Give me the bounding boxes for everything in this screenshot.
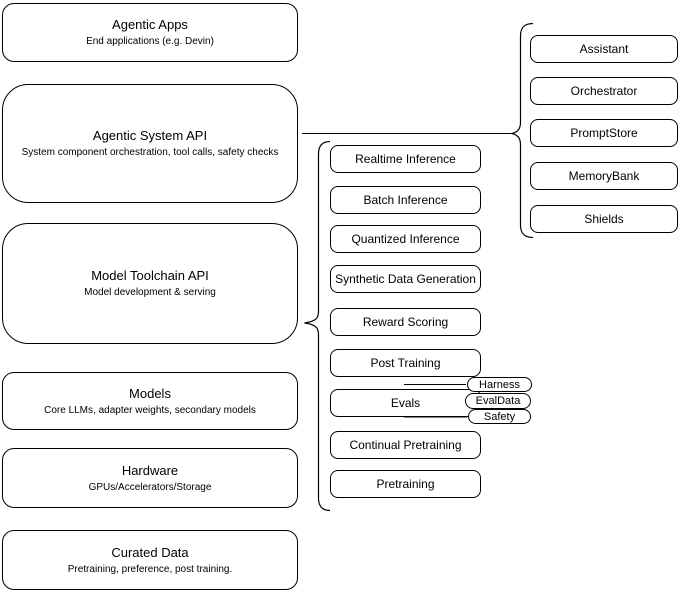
node-assistant: Assistant (530, 35, 678, 63)
node-continual-pretraining: Continual Pretraining (330, 431, 481, 459)
node-batch-inference: Batch Inference (330, 186, 481, 214)
pill-harness: Harness (467, 377, 532, 392)
box-curated-data: Curated Data Pretraining, preference, po… (2, 530, 298, 590)
box-agentic-system-api: Agentic System API System component orch… (2, 84, 298, 203)
node-evals: Evals (330, 389, 481, 417)
node-pretraining: Pretraining (330, 470, 481, 498)
box-hardware: Hardware GPUs/Accelerators/Storage (2, 448, 298, 508)
box-model-toolchain-api: Model Toolchain API Model development & … (2, 223, 298, 344)
box-subtitle: Model development & serving (84, 287, 216, 298)
node-memorybank: MemoryBank (530, 162, 678, 190)
box-agentic-apps: Agentic Apps End applications (e.g. Devi… (2, 3, 298, 62)
box-title: Agentic System API (92, 128, 208, 143)
box-subtitle: GPUs/Accelerators/Storage (88, 481, 212, 493)
node-promptstore: PromptStore (530, 119, 678, 147)
node-orchestrator: Orchestrator (530, 77, 678, 105)
box-title: Models (129, 385, 171, 401)
pill-evaldata: EvalData (465, 393, 531, 409)
node-synthetic-data-generation: Synthetic Data Generation (330, 265, 481, 293)
box-subtitle: End applications (e.g. Devin) (86, 36, 214, 47)
node-shields: Shields (530, 205, 678, 233)
box-title: Agentic Apps (112, 17, 188, 32)
node-reward-scoring: Reward Scoring (330, 308, 481, 336)
box-title: Curated Data (111, 544, 189, 560)
box-models: Models Core LLMs, adapter weights, secon… (2, 372, 298, 430)
node-post-training: Post Training (330, 349, 481, 377)
box-title: Hardware (121, 462, 179, 478)
box-subtitle: Core LLMs, adapter weights, secondary mo… (44, 404, 256, 416)
node-quantized-inference: Quantized Inference (330, 225, 481, 253)
box-subtitle: System component orchestration, tool cal… (21, 147, 279, 158)
box-subtitle: Pretraining, preference, post training. (67, 563, 233, 575)
brace-toolchain-components (304, 140, 331, 512)
box-title: Model Toolchain API (91, 268, 209, 283)
node-realtime-inference: Realtime Inference (330, 145, 481, 173)
pill-safety: Safety (468, 409, 531, 424)
